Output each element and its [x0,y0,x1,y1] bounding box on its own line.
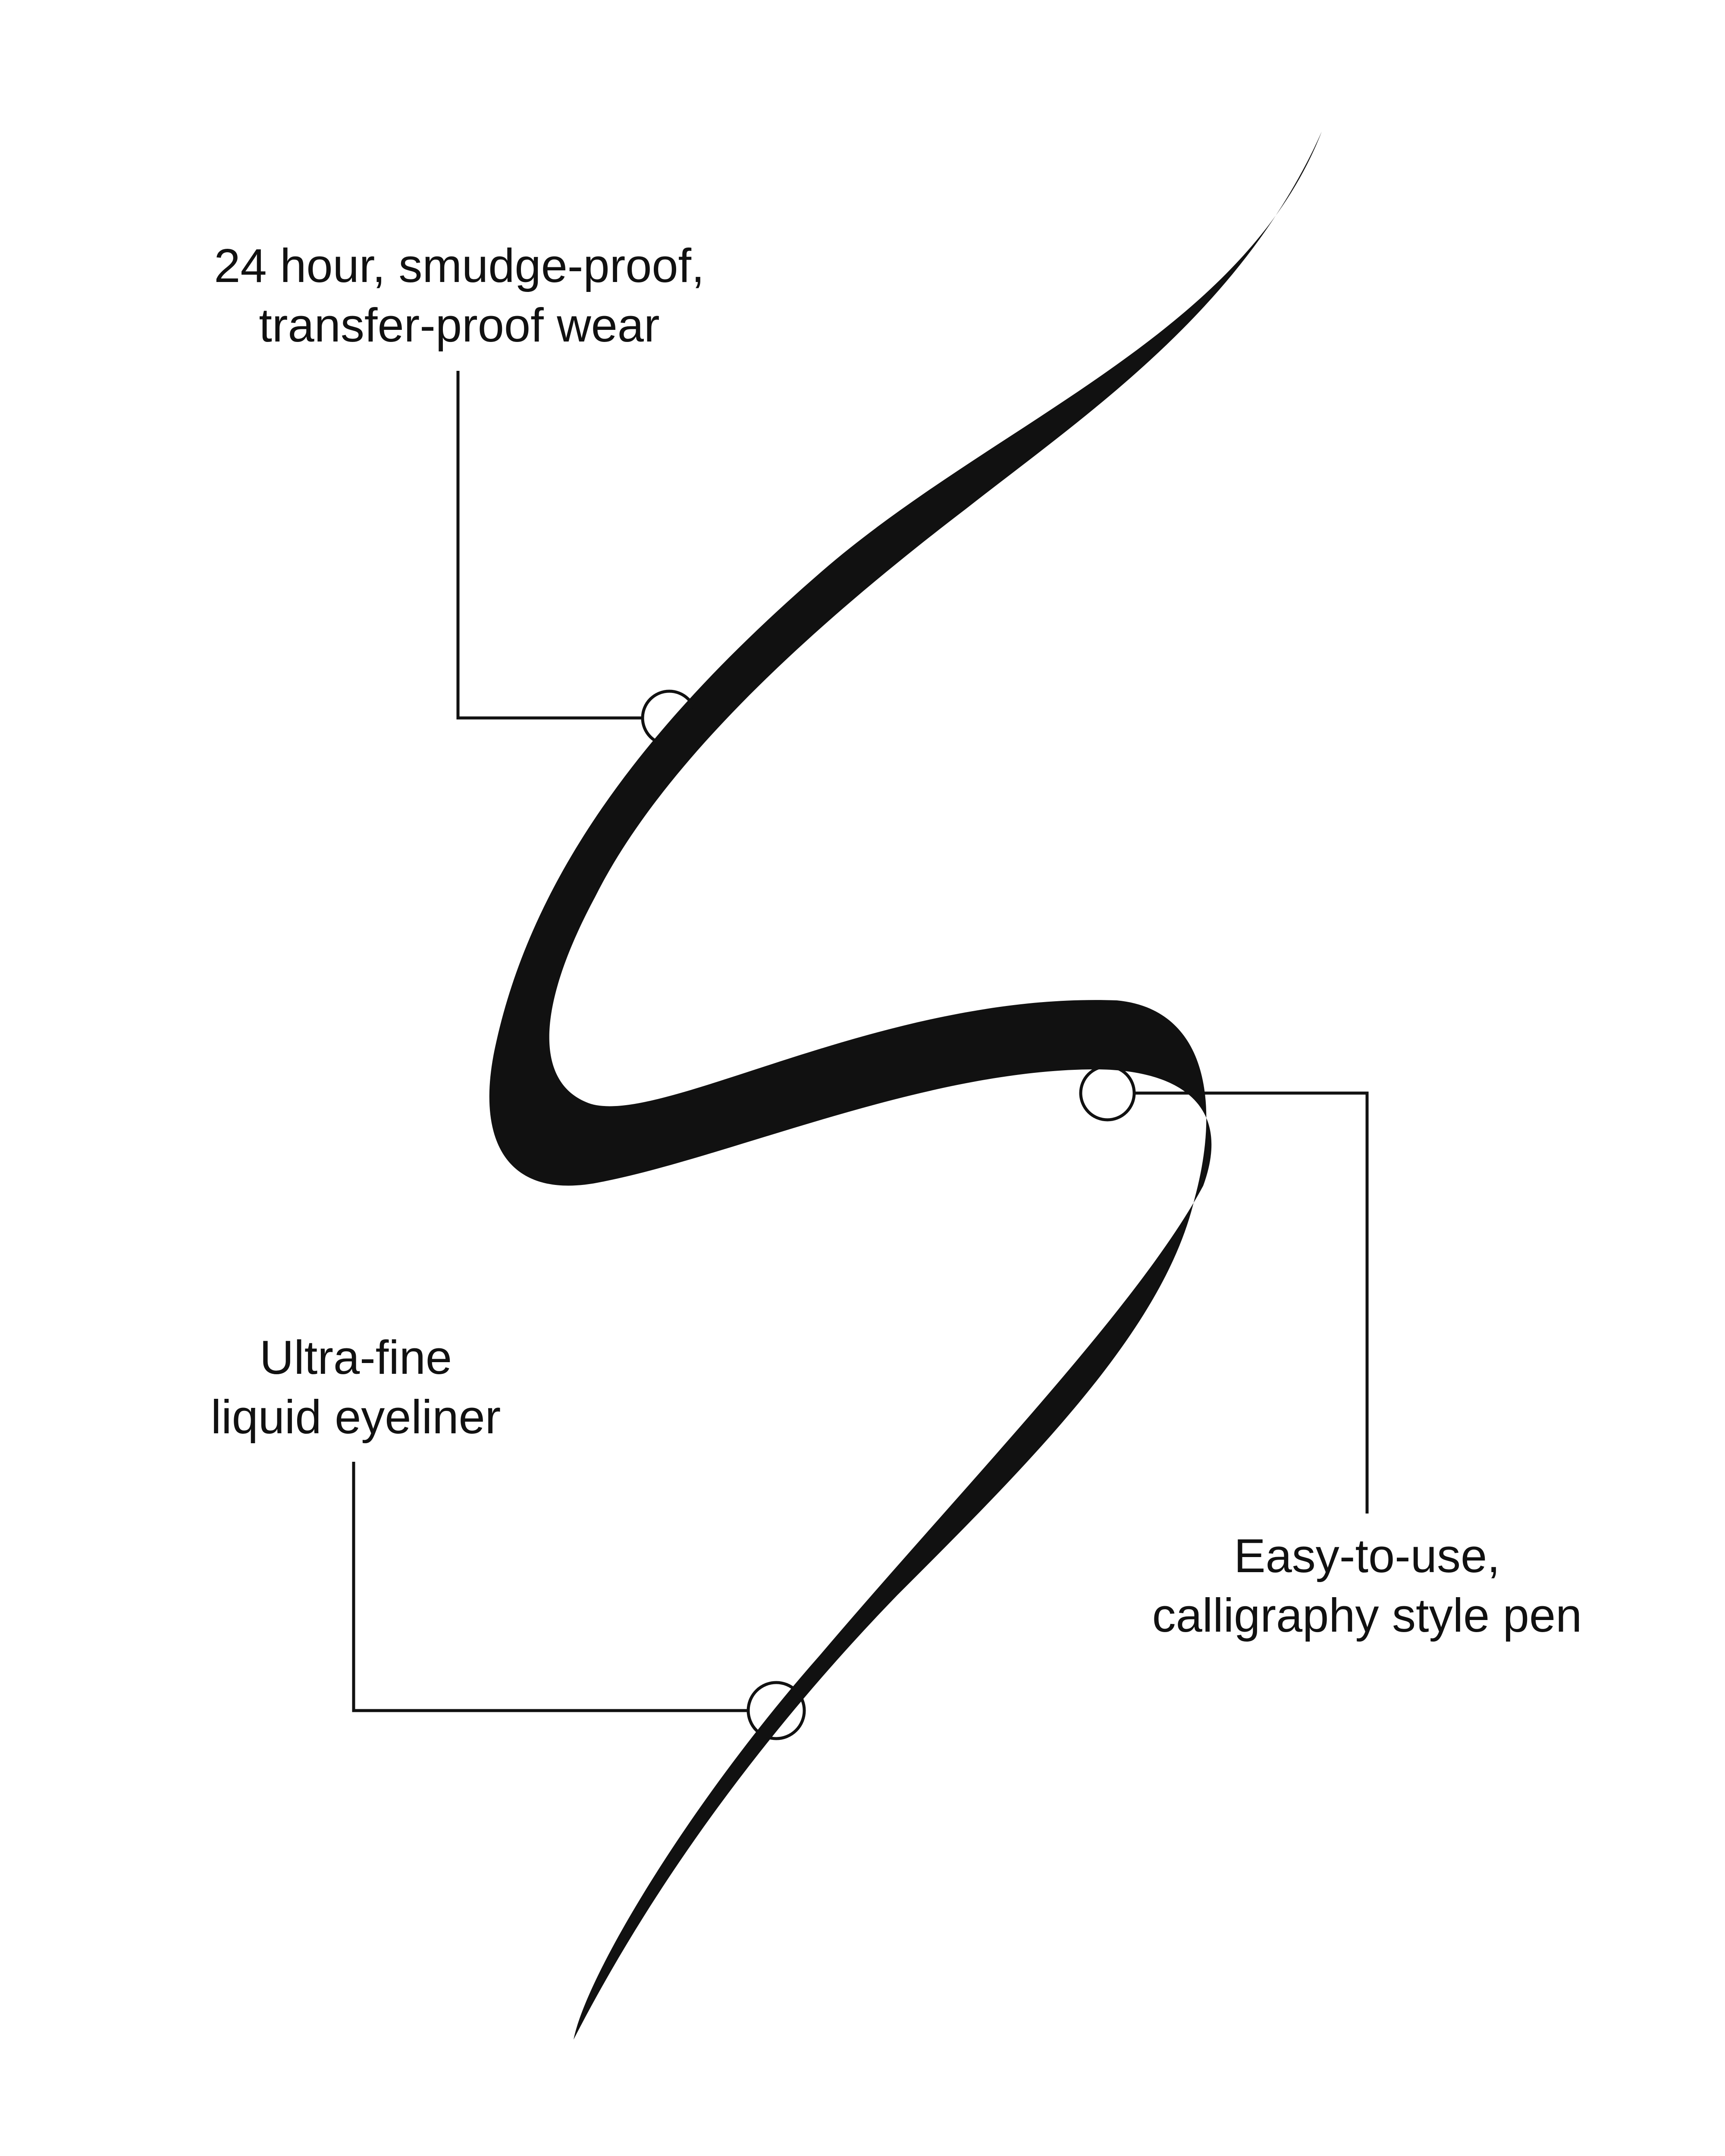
eyeliner-stroke [489,132,1322,2040]
callout-leader-wear [456,371,643,720]
callout-marker-wear [641,689,698,746]
callout-label-liner-line-1: Ultra-fine [259,1331,452,1384]
callout-label-wear: 24 hour, smudge-proof, transfer-proof we… [0,236,919,355]
callout-leader-liner [352,1462,748,1712]
callout-marker-liner [746,1681,806,1740]
callout-marker-pen [1079,1065,1136,1122]
callout-label-pen-line-2: calligraphy style pen [1152,1589,1582,1642]
callout-label-pen-line-1: Easy-to-use, [1234,1529,1500,1583]
callout-label-pen: Easy-to-use, calligraphy style pen [1035,1526,1699,1645]
callout-label-wear-line-2: transfer-proof wear [259,299,660,352]
callout-label-liner: Ultra-fine liquid eyeliner [0,1328,712,1447]
callout-leader-pen [1134,1091,1369,1514]
callout-label-wear-line-1: 24 hour, smudge-proof, [214,239,705,292]
callout-label-liner-line-2: liquid eyeliner [210,1391,501,1444]
